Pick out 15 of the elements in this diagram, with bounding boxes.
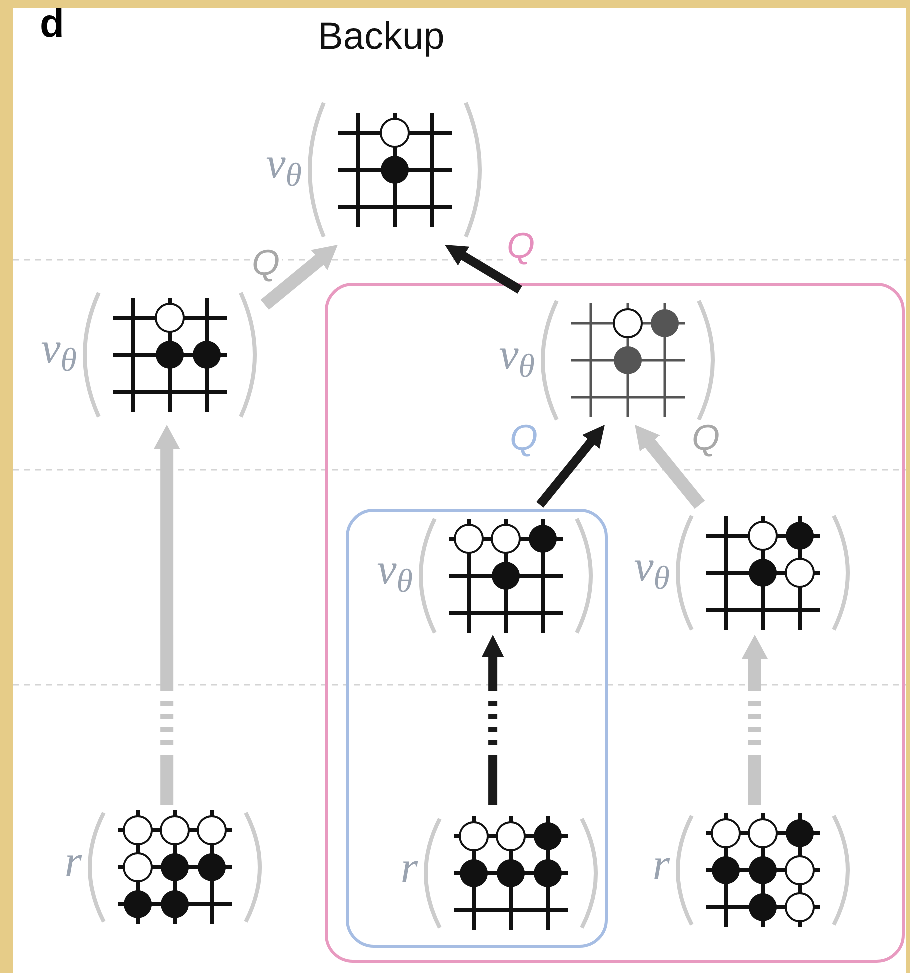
panel-letter: d	[40, 4, 64, 44]
diagram-title: Backup	[318, 18, 445, 56]
function-symbol: ν$_{θ}$	[266, 142, 302, 186]
function-symbol: r	[64, 840, 82, 884]
group-frame	[325, 283, 905, 963]
function-symbol: ν$_{θ}$	[41, 327, 77, 371]
arrow	[154, 425, 180, 805]
function-symbol: r	[400, 846, 418, 890]
arrow	[742, 635, 768, 805]
function-symbol: ν$_{θ}$	[499, 332, 535, 376]
function-symbol: ν$_{θ}$	[634, 545, 670, 589]
group-frame	[346, 509, 608, 948]
function-symbol: ν$_{θ}$	[377, 548, 413, 592]
arrow	[482, 635, 504, 805]
function-symbol: r	[652, 842, 670, 886]
